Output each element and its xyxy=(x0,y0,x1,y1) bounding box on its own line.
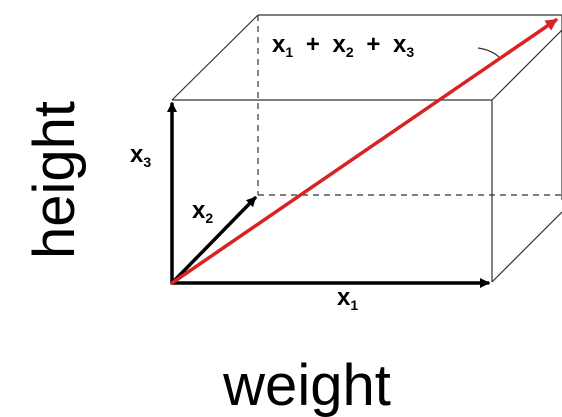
label-x3: x3 xyxy=(130,141,151,170)
axis-label-height: height xyxy=(22,101,87,259)
vector-x2 xyxy=(170,196,257,285)
sum-label-leader xyxy=(477,47,501,59)
bottom-right-connector xyxy=(491,211,562,283)
label-x2: x2 xyxy=(192,197,213,226)
label-x1: x1 xyxy=(337,284,358,313)
axis-label-weight: weight xyxy=(222,353,391,417)
label-sum: x1 + x2 + x3 xyxy=(272,31,414,63)
vector-sum xyxy=(170,18,558,285)
top-right-connector xyxy=(491,29,562,101)
top-left-connector xyxy=(171,14,259,101)
